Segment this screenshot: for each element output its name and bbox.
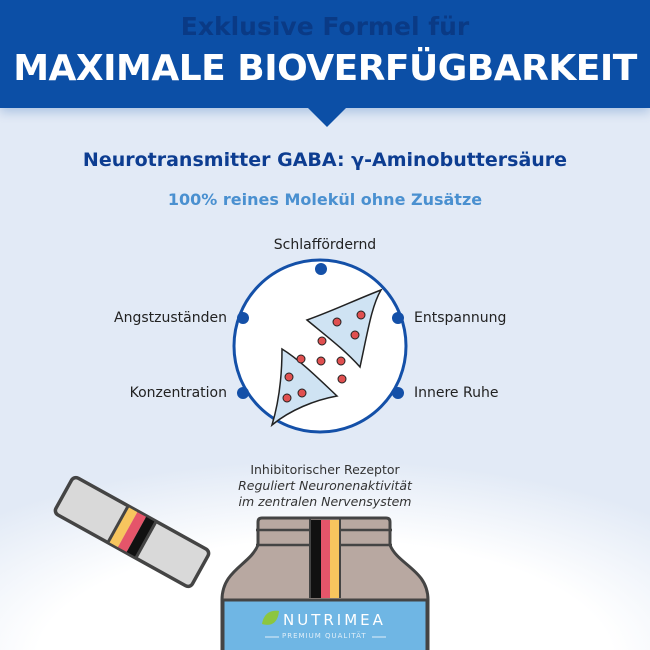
banner-pointer — [307, 107, 347, 127]
header-subtitle: Exklusive Formel für — [180, 12, 470, 41]
brand-tagline: PREMIUM QUALITÄT — [282, 632, 367, 640]
capsule-icon — [53, 475, 211, 589]
benefit-left-top: Angstzuständen — [114, 310, 227, 326]
leaf-icon — [262, 610, 279, 625]
benefit-right-bottom: Innere Ruhe — [414, 385, 499, 401]
heading: Neurotransmitter GABA: γ-Aminobuttersäur… — [82, 149, 568, 171]
benefit-top: Schlaffördernd — [273, 237, 377, 253]
benefit-right-top: Entspannung — [414, 310, 507, 326]
brand-name: NUTRIMEA — [283, 611, 386, 629]
synapse-diagram — [232, 258, 408, 434]
header-title: MAXIMALE BIOVERFÜGBARKEIT — [13, 48, 637, 89]
header-banner — [0, 0, 650, 108]
neurotransmitter-dots — [282, 310, 366, 403]
caption-line3: im zentralen Nervensystem — [238, 494, 412, 509]
caption: Inhibitorischer Rezeptor Reguliert Neuro… — [0, 462, 650, 510]
benefit-left-bottom: Konzentration — [129, 385, 227, 401]
jar-icon — [220, 516, 430, 650]
caption-title: Inhibitorischer Rezeptor — [250, 462, 400, 477]
benefit-markers — [237, 263, 404, 399]
subheading: 100% reines Molekül ohne Zusätze — [167, 190, 483, 209]
caption-line2: Reguliert Neuronenaktivität — [238, 478, 412, 493]
